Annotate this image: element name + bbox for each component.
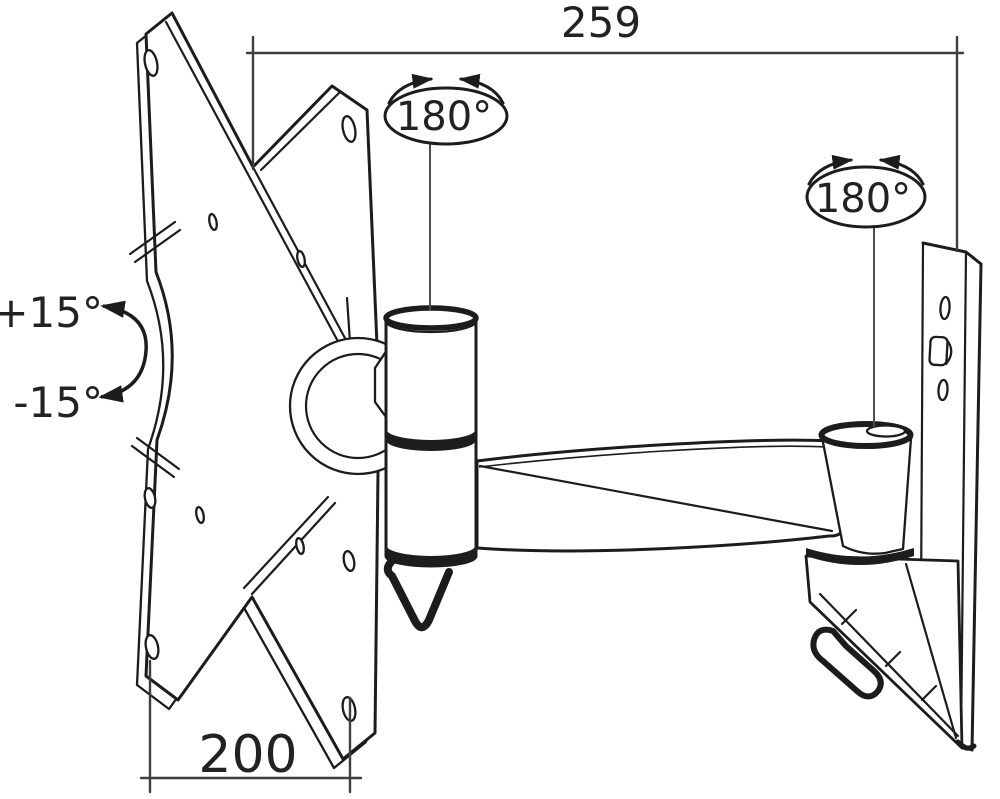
support-gusset [804, 554, 977, 751]
rotate-arrow-left-icon [387, 73, 434, 105]
swivel-front-label: 180° [396, 94, 492, 140]
tilt-arc-arrow-icon [98, 300, 148, 403]
swivel-annotation-wall: 180° [805, 154, 927, 427]
dim-bottom-width: 200 [139, 659, 363, 794]
dim-top-width-label: 259 [561, 0, 641, 47]
rotate-arrow-right-icon [458, 73, 505, 105]
swivel-wall-label: 180° [815, 176, 911, 222]
keyhole-slot [928, 335, 949, 367]
rotate-arrow-right-icon [878, 154, 925, 186]
vesa-plate [128, 11, 428, 761]
dim-top-width: 259 [245, 0, 965, 253]
wall-swivel-cylinder [806, 421, 914, 565]
support-arm [475, 438, 851, 553]
rotate-arrow-left-icon [807, 154, 854, 186]
plate-mounting-holes [143, 49, 357, 722]
cable-hook [383, 558, 453, 632]
wall-plate-holes [928, 295, 953, 402]
cable-clip [810, 626, 884, 700]
plate-crease-lines [128, 20, 352, 596]
pivot-cap [865, 424, 907, 438]
tilt-up-label: +15° [0, 288, 103, 337]
dim-bottom-width-label: 200 [198, 725, 297, 785]
cylinder-top-rim [383, 305, 479, 331]
tilt-annotation: +15° -15° [0, 288, 148, 427]
swivel-annotation-front: 180° [383, 73, 509, 311]
center-swivel-cylinder [383, 305, 479, 568]
tilt-down-label: -15° [13, 378, 103, 427]
